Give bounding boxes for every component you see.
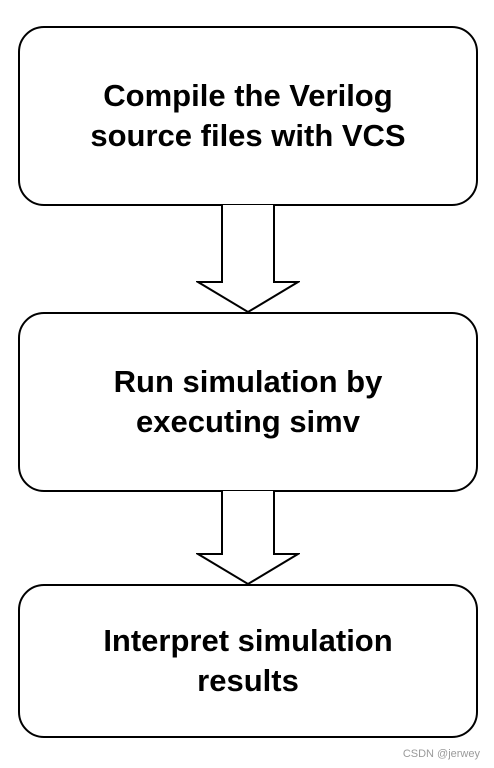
watermark: CSDN @jerwey <box>402 748 480 760</box>
step-3-box: Interpret simulation results <box>18 584 478 738</box>
down-arrow-icon <box>196 490 300 586</box>
step-3-label: Interpret simulation results <box>103 623 393 698</box>
step-1-label: Compile the Verilog source files with VC… <box>90 78 406 153</box>
step-2-label: Run simulation by executing simv <box>113 364 383 439</box>
step-1-box: Compile the Verilog source files with VC… <box>18 26 478 206</box>
down-arrow-icon <box>196 204 300 314</box>
step-2-box: Run simulation by executing simv <box>18 312 478 492</box>
